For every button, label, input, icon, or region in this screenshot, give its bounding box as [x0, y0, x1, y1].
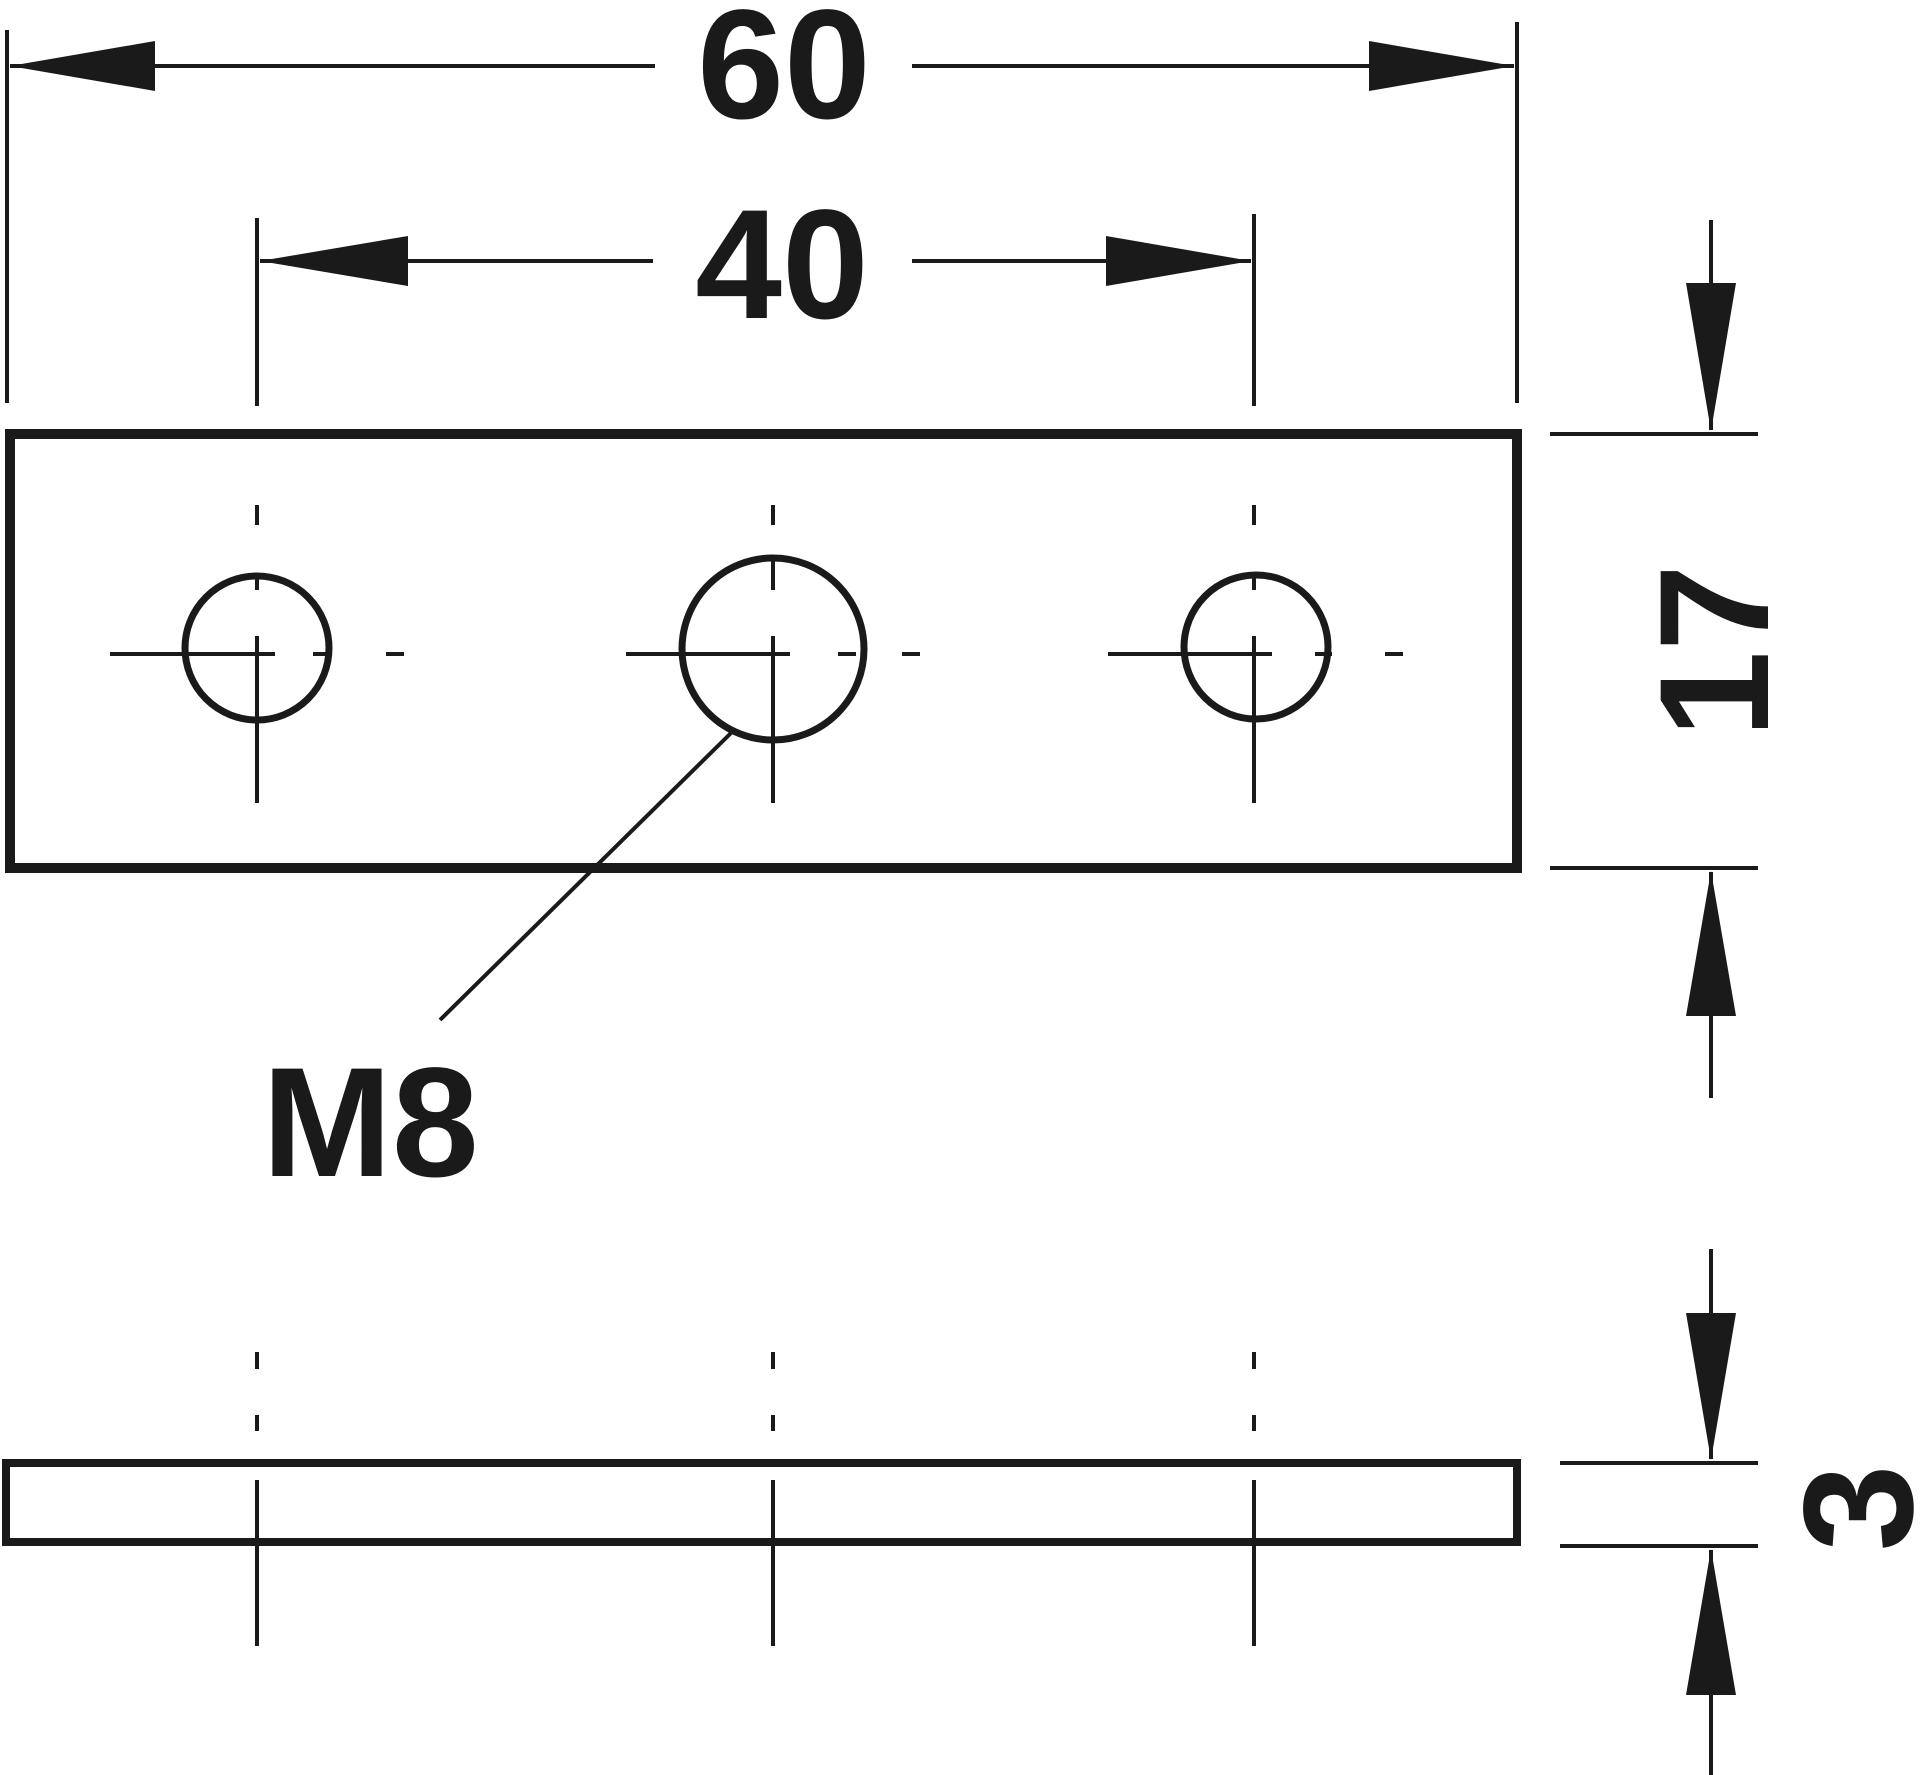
thread-callout: M8: [262, 731, 733, 1210]
arrowhead-right: [1106, 236, 1251, 286]
top-view: M8: [5, 429, 1522, 1210]
arrowhead-left: [260, 236, 408, 286]
width-label: 17: [1628, 564, 1802, 738]
hole: [110, 505, 404, 803]
plate-outline-side: [2, 1459, 1521, 1546]
dimension-hole-spacing: 40: [255, 178, 1256, 406]
arrowhead-up: [1686, 1549, 1736, 1695]
arrowhead-down: [1686, 283, 1736, 431]
thread-label: M8: [262, 1036, 479, 1210]
side-view: [2, 1352, 1521, 1646]
dimension-overall-length: 60: [5, 0, 1519, 403]
dimension-thickness: 3: [1560, 1249, 1920, 1775]
hole: [1108, 505, 1403, 803]
arrowhead-up: [1686, 871, 1736, 1016]
plate-outline-top: [5, 429, 1522, 873]
arrowhead-down: [1686, 1313, 1736, 1460]
arrowhead-left: [10, 41, 155, 91]
dimension-width: 17: [1550, 220, 1802, 1098]
hole-spacing-label: 40: [695, 178, 869, 352]
arrowhead-right: [1369, 41, 1514, 91]
leader-line: [438, 731, 733, 1022]
hole: [626, 505, 920, 803]
overall-length-label: 60: [697, 0, 871, 152]
thickness-label: 3: [1772, 1465, 1920, 1552]
